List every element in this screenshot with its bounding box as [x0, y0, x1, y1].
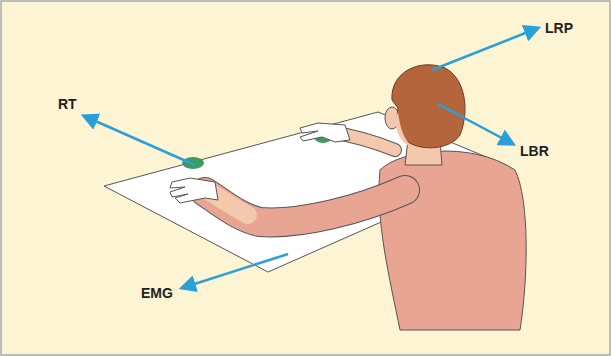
leader-arrow: [84, 116, 195, 165]
leader-arrow: [182, 254, 288, 288]
hair: [392, 65, 465, 148]
leader-arrow: [432, 28, 538, 70]
arm: [205, 190, 405, 222]
signal-label: LBR: [520, 143, 549, 159]
sleeve: [205, 190, 405, 222]
face-edge: [395, 112, 412, 146]
signal-label: LRP: [545, 20, 573, 36]
signal-label: RT: [58, 96, 77, 112]
signal-label: EMG: [141, 285, 173, 301]
hand: [170, 178, 218, 203]
hand: [300, 123, 350, 142]
leader-arrow: [438, 104, 513, 144]
